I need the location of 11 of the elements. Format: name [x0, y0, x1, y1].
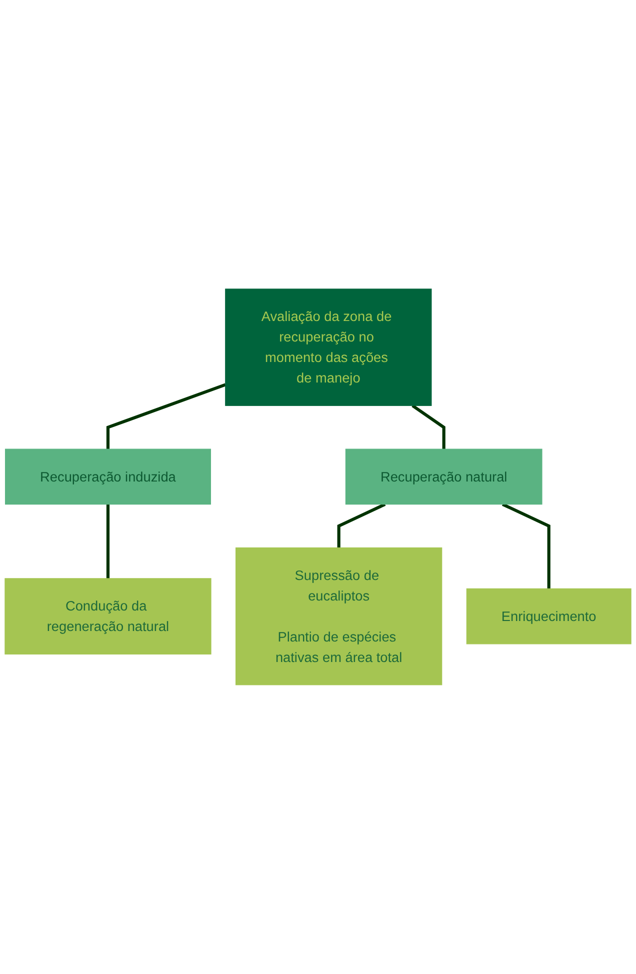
connector — [412, 404, 446, 450]
node-box: Enriquecimento — [466, 588, 632, 644]
node-box: Condução da regeneração natural — [4, 578, 212, 655]
connector — [106, 504, 110, 579]
node-box: Recuperação induzida — [5, 448, 211, 505]
connector — [337, 502, 386, 548]
connector — [502, 502, 550, 589]
connector — [106, 383, 226, 450]
node-box: Avaliação da zona de recuperação no momento das ações de manejo — [225, 288, 432, 406]
node-box: Supressão de eucaliptos Plantio de espécies nativas em área total — [236, 548, 442, 686]
node-box: Recuperação natural — [345, 448, 542, 505]
